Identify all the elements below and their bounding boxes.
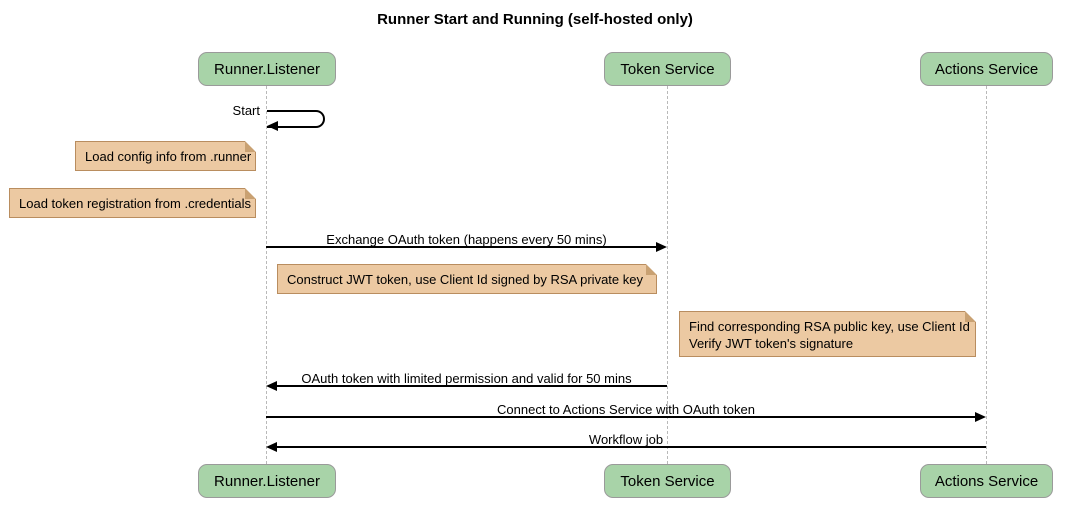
self-message-arrow [267, 110, 325, 128]
arrowhead-right-icon [656, 242, 667, 252]
message-label-exchange-oauth: Exchange OAuth token (happens every 50 m… [326, 232, 607, 247]
message-label-workflow-job: Workflow job [588, 432, 664, 447]
message-arrow-line [266, 416, 977, 418]
note-load-config: Load config info from .runner [75, 141, 256, 171]
lifeline-token-service [667, 86, 668, 464]
note-line: Construct JWT token, use Client Id signe… [287, 272, 643, 287]
participant-bottom-runner-listener: Runner.Listener [198, 464, 336, 498]
note-line: Find corresponding RSA public key, use C… [689, 319, 970, 334]
note-line: Verify JWT token's signature [689, 336, 854, 351]
note-line: Load config info from .runner [85, 149, 252, 164]
participant-top-actions-service: Actions Service [920, 52, 1053, 86]
message-label-start: Start [232, 103, 260, 118]
message-arrow-line [275, 385, 667, 387]
arrowhead-right-icon [975, 412, 986, 422]
arrowhead-left-icon [266, 381, 277, 391]
message-label-oauth-return: OAuth token with limited permission and … [301, 371, 632, 386]
participant-top-token-service: Token Service [604, 52, 731, 86]
note-construct-jwt: Construct JWT token, use Client Id signe… [277, 264, 657, 294]
arrowhead-left-icon [266, 442, 277, 452]
participant-bottom-actions-service: Actions Service [920, 464, 1053, 498]
lifeline-actions-service [986, 86, 987, 464]
participant-bottom-token-service: Token Service [604, 464, 731, 498]
message-arrow-line [266, 246, 658, 248]
arrowhead-left-icon [267, 121, 278, 131]
participant-top-runner-listener: Runner.Listener [198, 52, 336, 86]
message-label-connect-actions: Connect to Actions Service with OAuth to… [497, 402, 755, 417]
note-find-rsa-public-key: Find corresponding RSA public key, use C… [679, 311, 976, 357]
message-arrow-line [275, 446, 986, 448]
note-line: Load token registration from .credential… [19, 196, 251, 211]
note-load-token-registration: Load token registration from .credential… [9, 188, 256, 218]
lifeline-runner-listener [266, 86, 267, 464]
diagram-title: Runner Start and Running (self-hosted on… [377, 11, 693, 28]
